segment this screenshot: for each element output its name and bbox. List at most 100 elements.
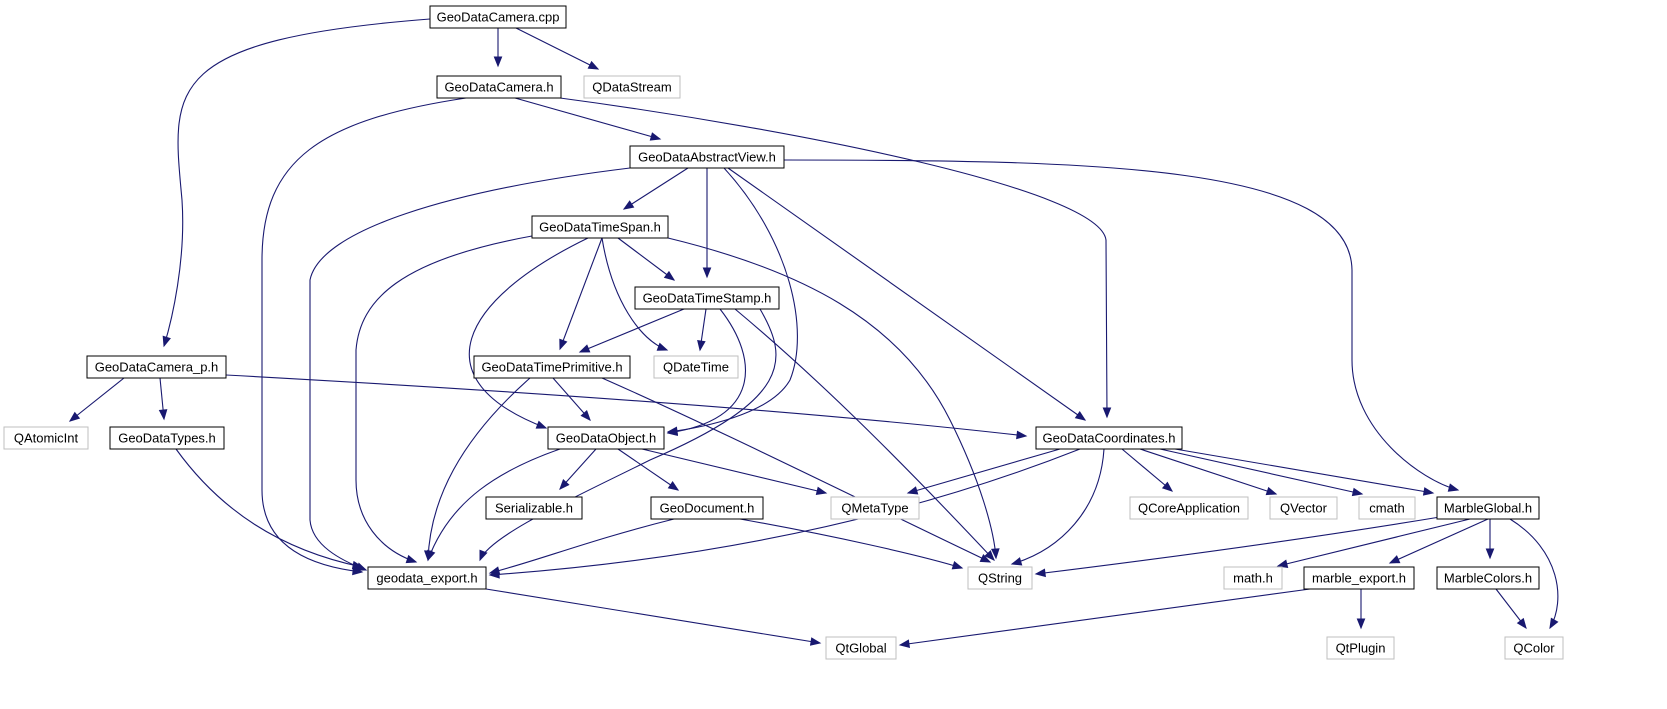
edge-line	[1159, 448, 1363, 495]
edge-arrowhead	[667, 481, 680, 491]
edge-doc-qstr	[739, 518, 964, 570]
edge-line	[601, 237, 668, 351]
edge-line	[309, 167, 631, 571]
edge-camh-absv	[514, 97, 662, 141]
edge-arrowhead	[1010, 557, 1023, 566]
node-qvec: QVector	[1269, 496, 1338, 520]
edge-tstamp-gexp	[479, 308, 777, 562]
node-label: QDataStream	[592, 80, 671, 95]
node-types[interactable]: GeoDataTypes.h	[109, 426, 225, 450]
edge-arrowhead	[1549, 617, 1559, 630]
edge-arrowhead	[979, 553, 992, 563]
node-label: GeoDataObject.h	[556, 431, 656, 446]
edge-arrowhead	[1388, 555, 1401, 564]
edge-arrowhead	[1356, 618, 1366, 630]
node-label: QString	[978, 571, 1022, 586]
edge-line	[163, 18, 431, 347]
node-coord[interactable]: GeoDataCoordinates.h	[1035, 426, 1183, 450]
edge-tstamp-qstr	[734, 308, 995, 561]
node-tstamp[interactable]: GeoDataTimeStamp.h	[634, 286, 780, 310]
node-doc[interactable]: GeoDocument.h	[650, 496, 764, 520]
edge-types-gexp	[175, 448, 364, 570]
edges-layer	[68, 18, 1559, 649]
edge-line	[468, 237, 589, 429]
edge-arrowhead	[578, 344, 591, 353]
edge-line	[175, 448, 363, 568]
edge-line	[1139, 448, 1277, 495]
edge-line	[1121, 448, 1173, 492]
edge-absv-tspan	[622, 167, 689, 210]
node-obj[interactable]: GeoDataObject.h	[547, 426, 665, 450]
edge-camp-types	[158, 377, 168, 421]
edge-line	[623, 167, 689, 210]
edge-tspan-gexp	[355, 235, 533, 564]
edge-mexp-qtg	[898, 588, 1311, 649]
edge-cpp-camp	[162, 18, 431, 348]
node-box	[1035, 426, 1183, 450]
node-camp[interactable]: GeoDataCamera_p.h	[86, 355, 227, 379]
node-label: marble_export.h	[1312, 571, 1406, 586]
edge-coord-qvec	[1139, 448, 1278, 496]
edge-line	[559, 97, 1108, 418]
node-camh[interactable]: GeoDataCamera.h	[436, 75, 562, 99]
edge-line	[1174, 448, 1434, 494]
edge-tspan-obj	[468, 237, 589, 429]
edge-arrowhead	[351, 560, 364, 570]
edge-coord-cmath	[1159, 448, 1364, 497]
node-label: GeoDataTimeSpan.h	[539, 220, 661, 235]
node-label: QColor	[1513, 641, 1555, 656]
node-mcol[interactable]: MarbleColors.h	[1436, 566, 1540, 590]
node-box	[1358, 496, 1416, 520]
edge-arrowhead	[1447, 483, 1460, 492]
edge-arrowhead	[1074, 410, 1087, 421]
node-qai: QAtomicInt	[3, 426, 89, 450]
edge-camh-gexp	[261, 97, 467, 576]
edge-line	[601, 377, 991, 563]
edge-arrowhead	[493, 56, 503, 68]
edge-coord-gexp	[488, 448, 1081, 579]
edge-camh-coord	[559, 97, 1112, 419]
edge-line	[1509, 518, 1559, 629]
edge-mcol-qcol	[1495, 588, 1527, 630]
node-qdt: QDateTime	[653, 355, 739, 379]
edge-line	[485, 588, 821, 644]
edge-mexp-qplug	[1356, 589, 1366, 630]
edge-line	[69, 377, 125, 422]
edge-line	[479, 308, 777, 561]
edge-arrowhead	[1422, 487, 1435, 496]
node-tprim[interactable]: GeoDataTimePrimitive.h	[473, 355, 631, 379]
node-box	[653, 355, 739, 379]
node-label: QAtomicInt	[14, 431, 79, 446]
node-mathh: math.h	[1223, 566, 1283, 590]
node-box	[1436, 566, 1540, 590]
edge-line	[427, 377, 531, 561]
node-cpp[interactable]: GeoDataCamera.cpp	[429, 5, 567, 29]
node-tspan[interactable]: GeoDataTimeSpan.h	[531, 215, 669, 239]
edge-arrowhead	[427, 549, 436, 562]
node-label: QtPlugin	[1336, 641, 1386, 656]
node-absv[interactable]: GeoDataAbstractView.h	[629, 145, 785, 169]
edge-cpp-qds	[515, 27, 600, 70]
node-mexp[interactable]: marble_export.h	[1303, 566, 1415, 590]
node-box	[3, 426, 89, 450]
edge-line	[225, 374, 1027, 437]
edge-arrowhead	[815, 486, 828, 496]
edge-arrowhead	[1351, 487, 1364, 497]
node-label: MarbleGlobal.h	[1444, 501, 1532, 516]
edge-arrowhead	[488, 569, 500, 579]
node-label: GeoDataCamera_p.h	[95, 360, 219, 375]
edge-line	[489, 448, 1081, 576]
node-qstr: QString	[967, 566, 1033, 590]
node-gexp[interactable]: geodata_export.h	[367, 566, 487, 590]
edge-mglob-mcol	[1485, 519, 1495, 560]
edge-arrowhead	[68, 411, 81, 422]
node-mglob[interactable]: MarbleGlobal.h	[1436, 496, 1540, 520]
node-ser[interactable]: Serializable.h	[485, 496, 583, 520]
edge-arrowhead	[990, 548, 1000, 560]
edge-line	[1035, 516, 1441, 575]
node-box	[1303, 566, 1415, 590]
node-label: QDateTime	[663, 360, 729, 375]
node-box	[547, 426, 665, 450]
node-box	[367, 566, 487, 590]
